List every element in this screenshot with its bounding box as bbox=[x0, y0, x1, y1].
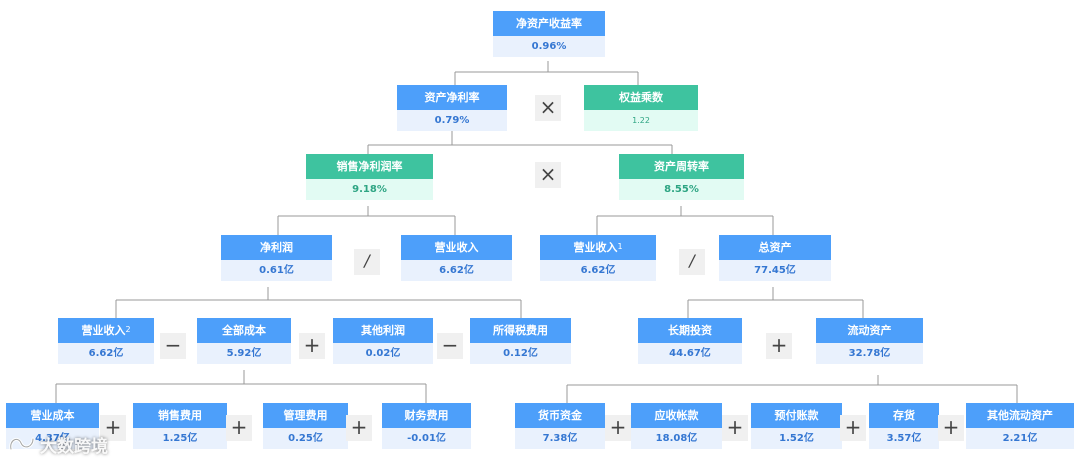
node-roa-value: 0.79% bbox=[397, 110, 507, 131]
node-operating-cost[interactable]: 营业成本 4.37亿 bbox=[6, 403, 99, 449]
minus-operator: − bbox=[160, 333, 186, 359]
node-revenue-1-value: 6.62亿 bbox=[540, 260, 656, 281]
plus-operator: + bbox=[299, 333, 325, 359]
node-income-tax[interactable]: 所得税费用 0.12亿 bbox=[470, 318, 571, 364]
node-operating-cost-title: 营业成本 bbox=[6, 403, 99, 428]
node-long-investment-title: 长期投资 bbox=[638, 318, 742, 343]
node-operating-cost-value: 4.37亿 bbox=[6, 428, 99, 449]
node-admin-expense-title: 管理费用 bbox=[263, 403, 348, 428]
node-income-tax-value: 0.12亿 bbox=[470, 343, 571, 364]
divide-operator: / bbox=[354, 249, 380, 275]
node-receivables-title: 应收帐款 bbox=[631, 403, 722, 428]
plus-operator: + bbox=[605, 415, 631, 441]
node-other-current-assets-value: 2.21亿 bbox=[966, 428, 1074, 449]
node-revenue-title: 营业收入 bbox=[401, 235, 512, 260]
node-current-assets-value: 32.78亿 bbox=[816, 343, 923, 364]
node-roe-title: 净资产收益率 bbox=[493, 11, 605, 36]
node-cash-title: 货币资金 bbox=[515, 403, 605, 428]
plus-operator: + bbox=[840, 415, 866, 441]
watermark: 大数跨境 bbox=[8, 432, 108, 457]
node-prepayments[interactable]: 预付账款 1.52亿 bbox=[751, 403, 842, 449]
node-net-profit-value: 0.61亿 bbox=[221, 260, 332, 281]
node-selling-expense-value: 1.25亿 bbox=[133, 428, 227, 449]
watermark-logo-icon bbox=[9, 437, 35, 451]
node-revenue-1-superscript: 1 bbox=[617, 242, 623, 251]
node-current-assets-title: 流动资产 bbox=[816, 318, 923, 343]
node-other-profit[interactable]: 其他利润 0.02亿 bbox=[333, 318, 433, 364]
node-revenue-2-superscript: 2 bbox=[125, 325, 131, 334]
node-roe-value: 0.96% bbox=[493, 36, 605, 57]
node-admin-expense-value: 0.25亿 bbox=[263, 428, 348, 449]
plus-operator: + bbox=[938, 415, 964, 441]
node-revenue-2-title-text: 营业收入 bbox=[81, 324, 126, 337]
plus-operator: + bbox=[722, 415, 748, 441]
node-revenue-1-title-text: 营业收入 bbox=[573, 241, 618, 254]
node-other-current-assets[interactable]: 其他流动资产 2.21亿 bbox=[966, 403, 1074, 449]
node-receivables-value: 18.08亿 bbox=[631, 428, 722, 449]
minus-operator: − bbox=[437, 333, 463, 359]
node-selling-expense-title: 销售费用 bbox=[133, 403, 227, 428]
node-total-assets[interactable]: 总资产 77.45亿 bbox=[719, 235, 831, 281]
node-equity-multiplier-title: 权益乘数 bbox=[584, 85, 698, 110]
node-other-profit-value: 0.02亿 bbox=[333, 343, 433, 364]
node-inventory-title: 存货 bbox=[869, 403, 939, 428]
node-asset-turnover-title: 资产周转率 bbox=[619, 154, 744, 179]
node-net-margin-value: 9.18% bbox=[306, 179, 433, 200]
node-prepayments-title: 预付账款 bbox=[751, 403, 842, 428]
node-total-cost-title: 全部成本 bbox=[197, 318, 291, 343]
node-prepayments-value: 1.52亿 bbox=[751, 428, 842, 449]
node-inventory[interactable]: 存货 3.57亿 bbox=[869, 403, 939, 449]
node-net-profit[interactable]: 净利润 0.61亿 bbox=[221, 235, 332, 281]
node-revenue-value: 6.62亿 bbox=[401, 260, 512, 281]
plus-operator: + bbox=[226, 415, 252, 441]
node-revenue[interactable]: 营业收入 6.62亿 bbox=[401, 235, 512, 281]
node-other-current-assets-title: 其他流动资产 bbox=[966, 403, 1074, 428]
plus-operator: + bbox=[100, 415, 126, 441]
node-asset-turnover[interactable]: 资产周转率 8.55% bbox=[619, 154, 744, 200]
node-total-cost-value: 5.92亿 bbox=[197, 343, 291, 364]
node-selling-expense[interactable]: 销售费用 1.25亿 bbox=[133, 403, 227, 449]
node-inventory-value: 3.57亿 bbox=[869, 428, 939, 449]
node-finance-expense-title: 财务费用 bbox=[382, 403, 471, 428]
node-revenue-2-title: 营业收入2 bbox=[58, 318, 154, 343]
node-admin-expense[interactable]: 管理费用 0.25亿 bbox=[263, 403, 348, 449]
node-revenue-1-title: 营业收入1 bbox=[540, 235, 656, 260]
multiply-operator: × bbox=[535, 95, 561, 121]
multiply-operator: × bbox=[535, 162, 561, 188]
plus-operator: + bbox=[346, 415, 372, 441]
node-net-margin-title: 销售净利润率 bbox=[306, 154, 433, 179]
node-other-profit-title: 其他利润 bbox=[333, 318, 433, 343]
node-long-investment[interactable]: 长期投资 44.67亿 bbox=[638, 318, 742, 364]
node-income-tax-title: 所得税费用 bbox=[470, 318, 571, 343]
node-cash-value: 7.38亿 bbox=[515, 428, 605, 449]
node-asset-turnover-value: 8.55% bbox=[619, 179, 744, 200]
node-cash[interactable]: 货币资金 7.38亿 bbox=[515, 403, 605, 449]
node-total-assets-title: 总资产 bbox=[719, 235, 831, 260]
node-net-profit-title: 净利润 bbox=[221, 235, 332, 260]
node-revenue-2-value: 6.62亿 bbox=[58, 343, 154, 364]
plus-operator: + bbox=[766, 333, 792, 359]
node-roe[interactable]: 净资产收益率 0.96% bbox=[493, 11, 605, 57]
node-total-assets-value: 77.45亿 bbox=[719, 260, 831, 281]
watermark-text: 大数跨境 bbox=[40, 436, 108, 457]
node-total-cost[interactable]: 全部成本 5.92亿 bbox=[197, 318, 291, 364]
node-current-assets[interactable]: 流动资产 32.78亿 bbox=[816, 318, 923, 364]
node-revenue-1[interactable]: 营业收入1 6.62亿 bbox=[540, 235, 656, 281]
node-roa-title: 资产净利率 bbox=[397, 85, 507, 110]
node-revenue-2[interactable]: 营业收入2 6.62亿 bbox=[58, 318, 154, 364]
node-long-investment-value: 44.67亿 bbox=[638, 343, 742, 364]
divide-operator: / bbox=[679, 249, 705, 275]
node-equity-multiplier-value: 1.22 bbox=[584, 110, 698, 131]
node-equity-multiplier[interactable]: 权益乘数 1.22 bbox=[584, 85, 698, 131]
node-finance-expense-value: -0.01亿 bbox=[382, 428, 471, 449]
node-finance-expense[interactable]: 财务费用 -0.01亿 bbox=[382, 403, 471, 449]
node-receivables[interactable]: 应收帐款 18.08亿 bbox=[631, 403, 722, 449]
node-net-margin[interactable]: 销售净利润率 9.18% bbox=[306, 154, 433, 200]
node-roa[interactable]: 资产净利率 0.79% bbox=[397, 85, 507, 131]
